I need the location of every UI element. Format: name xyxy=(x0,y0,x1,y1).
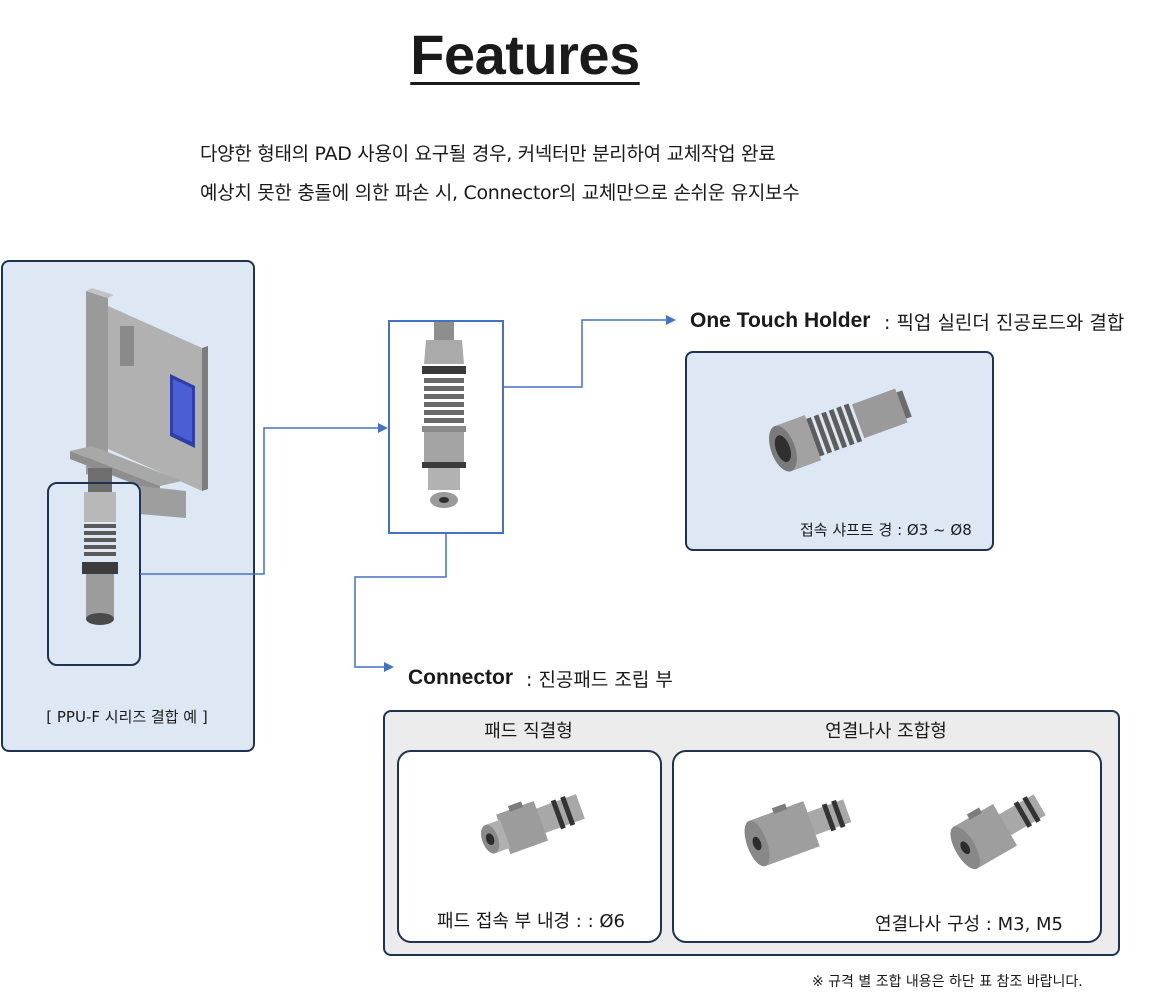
connector-title: Connector xyxy=(408,666,513,689)
holder-description: : 픽업 실린더 진공로드와 결합 xyxy=(884,312,1125,334)
group-title-direct: 패드 직결형 xyxy=(484,721,573,742)
zoomed-connector-image xyxy=(422,322,466,508)
assembly-product-image xyxy=(70,288,208,625)
threaded-connector-image-1 xyxy=(744,799,852,867)
footnote: ※ 규격 별 조합 내용은 하단 표 참조 바랍니다. xyxy=(812,974,1083,990)
arrow-to-holder xyxy=(490,315,676,388)
threaded-connector-image-2 xyxy=(950,794,1046,870)
description-line-1: 다양한 형태의 PAD 사용이 요구될 경우, 커넥터만 분리하여 교체작업 완… xyxy=(200,143,776,165)
description-line-2: 예상치 못한 충돌에 의한 파손 시, Connector의 교체만으로 손쉬운… xyxy=(200,182,800,204)
holder-spec: 접속 샤프트 경 : Ø3 ~ Ø8 xyxy=(800,521,972,539)
group-title-thread: 연결나사 조합형 xyxy=(825,721,947,742)
one-touch-holder-image xyxy=(768,388,912,472)
direct-pad-spec: 패드 접속 부 내경 : : Ø6 xyxy=(437,911,625,932)
holder-title: One Touch Holder xyxy=(690,309,871,332)
page-title: Features xyxy=(410,23,640,86)
direct-pad-connector-image xyxy=(481,794,585,855)
thread-combo-spec: 연결나사 구성 : M3, M5 xyxy=(875,914,1063,935)
connector-description: : 진공패드 조립 부 xyxy=(526,669,673,691)
assembly-example-panel xyxy=(1,260,255,752)
thread-combo-box xyxy=(672,750,1102,943)
assembly-caption: [ PPU-F 시리즈 결합 예 ] xyxy=(46,708,208,726)
arrow-to-zoom xyxy=(140,423,388,575)
arrow-to-connector xyxy=(354,530,447,672)
holder-panel xyxy=(685,351,994,551)
